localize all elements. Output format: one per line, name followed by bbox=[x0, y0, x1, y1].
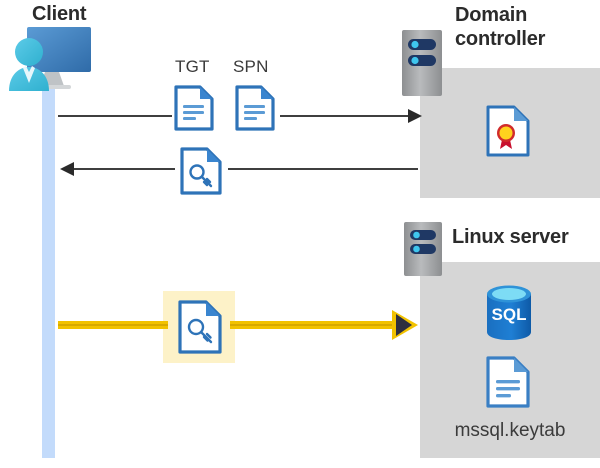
flow-reply-arrowhead bbox=[60, 162, 74, 176]
spn-label: SPN bbox=[233, 57, 269, 76]
yellow-arrowhead-outer bbox=[392, 310, 418, 340]
keytab-filename-label: mssql.keytab bbox=[454, 420, 566, 441]
flow-ticket-yellow bbox=[58, 310, 418, 340]
client-computer-icon bbox=[5, 25, 97, 97]
keytab-document-icon bbox=[486, 356, 530, 408]
certificate-document-icon bbox=[486, 105, 530, 157]
domain-controller-title: Domain controller bbox=[455, 3, 595, 51]
presented-ticket-key-document-icon bbox=[178, 300, 222, 354]
yellow-arrowhead-inner bbox=[396, 314, 412, 336]
client-lifeline bbox=[42, 75, 55, 458]
linux-server-title: Linux server bbox=[452, 226, 569, 248]
tgt-label: TGT bbox=[175, 57, 210, 76]
linux-server-icon bbox=[404, 222, 442, 276]
spn-document-icon bbox=[235, 85, 275, 131]
domain-controller-title-line2: controller bbox=[455, 28, 546, 50]
client-title: Client bbox=[32, 3, 87, 25]
domain-controller-server-icon bbox=[402, 30, 442, 96]
service-ticket-key-document-icon bbox=[180, 147, 222, 195]
tgt-document-icon bbox=[174, 85, 214, 131]
sql-icon-text: SQL bbox=[492, 305, 527, 324]
sql-database-icon: SQL bbox=[483, 283, 535, 343]
domain-controller-title-line1: Domain bbox=[455, 4, 528, 26]
